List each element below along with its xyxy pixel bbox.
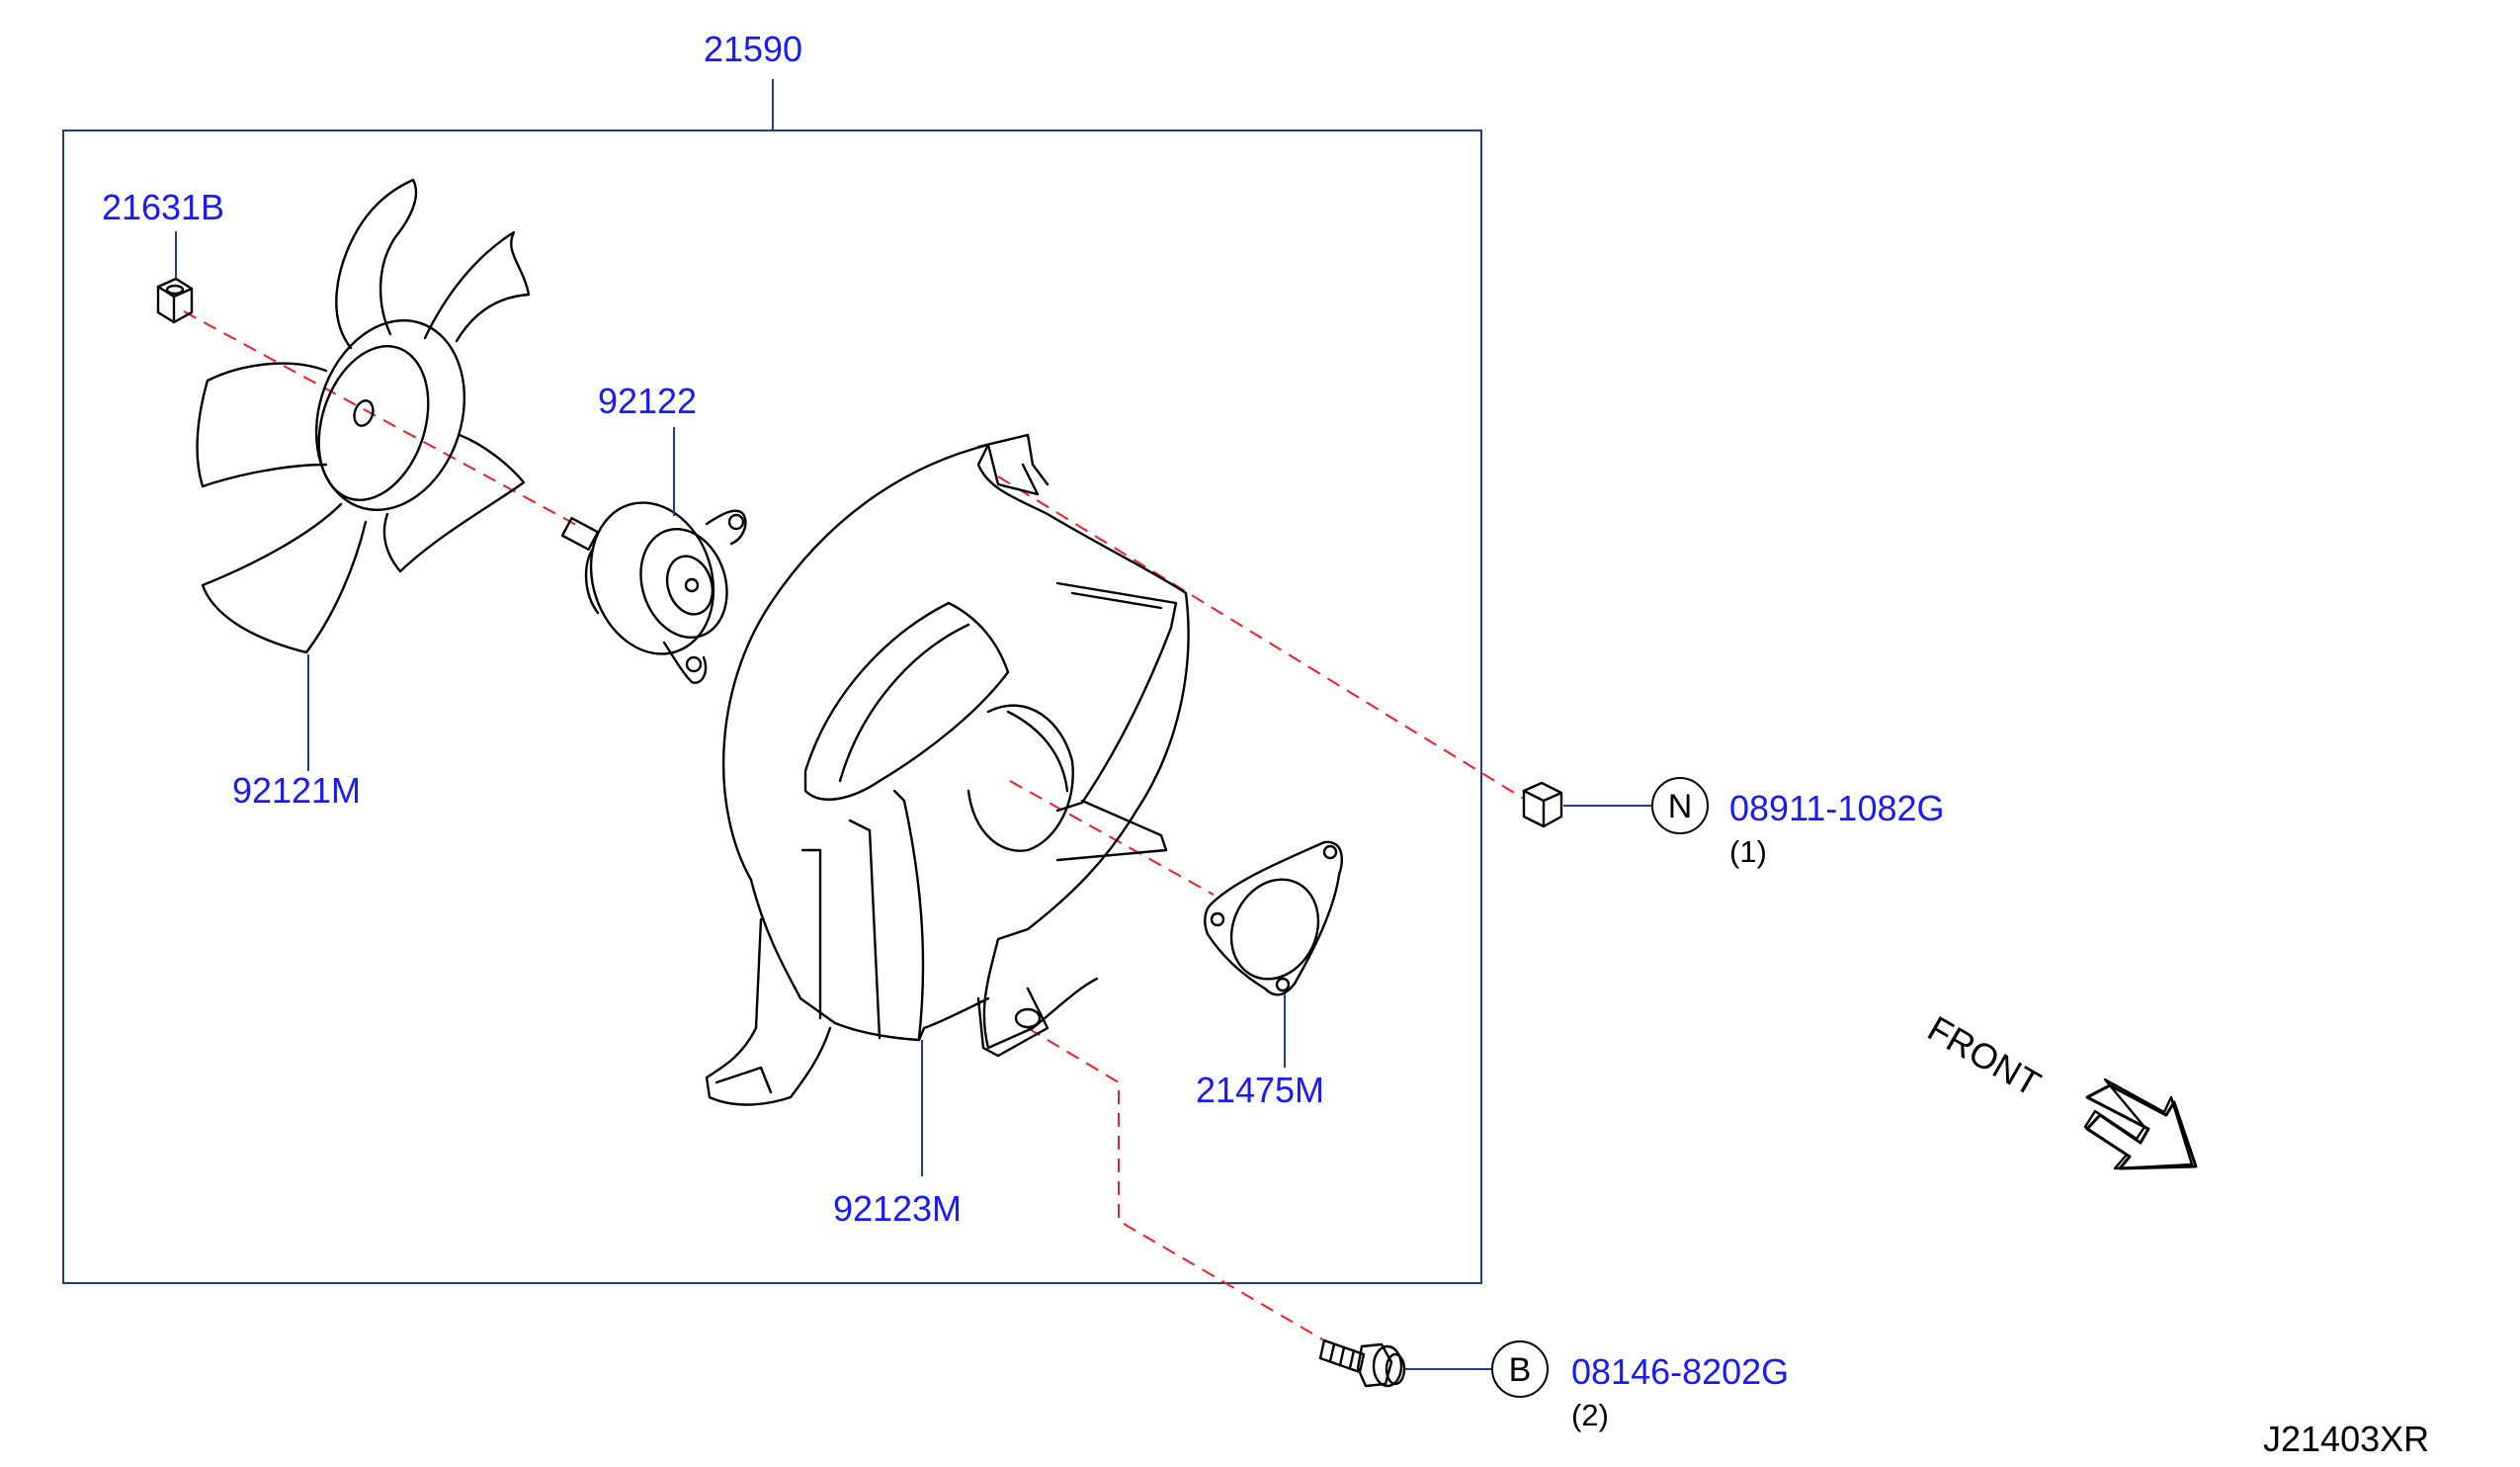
nut-21631b-drawing[interactable] xyxy=(156,277,194,324)
label-92121m[interactable]: 92121M xyxy=(232,770,361,811)
bolt-b-drawing[interactable] xyxy=(1318,1338,1406,1388)
assembly-number[interactable]: 21590 xyxy=(704,29,802,69)
motor-92122-drawing[interactable] xyxy=(560,486,747,684)
reference-code: J21403XR xyxy=(2263,1419,2429,1459)
shroud-92123m-drawing[interactable] xyxy=(705,433,1190,1106)
qty-08146-8202g: (2) xyxy=(1571,1398,1609,1432)
label-92123m[interactable]: 92123M xyxy=(833,1188,962,1229)
gasket-21475m-drawing[interactable] xyxy=(1204,840,1343,996)
label-21475m[interactable]: 21475M xyxy=(1196,1070,1324,1110)
front-arrow-icon xyxy=(2083,1078,2198,1170)
assembly-frame xyxy=(62,129,1482,1284)
label-92122[interactable]: 92122 xyxy=(598,381,697,421)
label-21631b[interactable]: 21631B xyxy=(102,187,224,227)
symbol-n-circle xyxy=(1651,777,1709,834)
fan-92121m-drawing[interactable] xyxy=(196,178,531,654)
label-08146-8202g[interactable]: 08146-8202G xyxy=(1571,1351,1789,1392)
symbol-b-circle xyxy=(1491,1340,1549,1398)
front-label: FRONT xyxy=(1921,1007,2048,1104)
qty-08911-1082g: (1) xyxy=(1729,834,1767,869)
symbol-b: B xyxy=(1509,1351,1532,1389)
dashed-assembly-lines xyxy=(183,310,1525,1341)
label-08911-1082g[interactable]: 08911-1082G xyxy=(1729,788,1945,828)
symbol-n: N xyxy=(1668,788,1693,825)
nut-n-drawing[interactable] xyxy=(1522,781,1563,828)
